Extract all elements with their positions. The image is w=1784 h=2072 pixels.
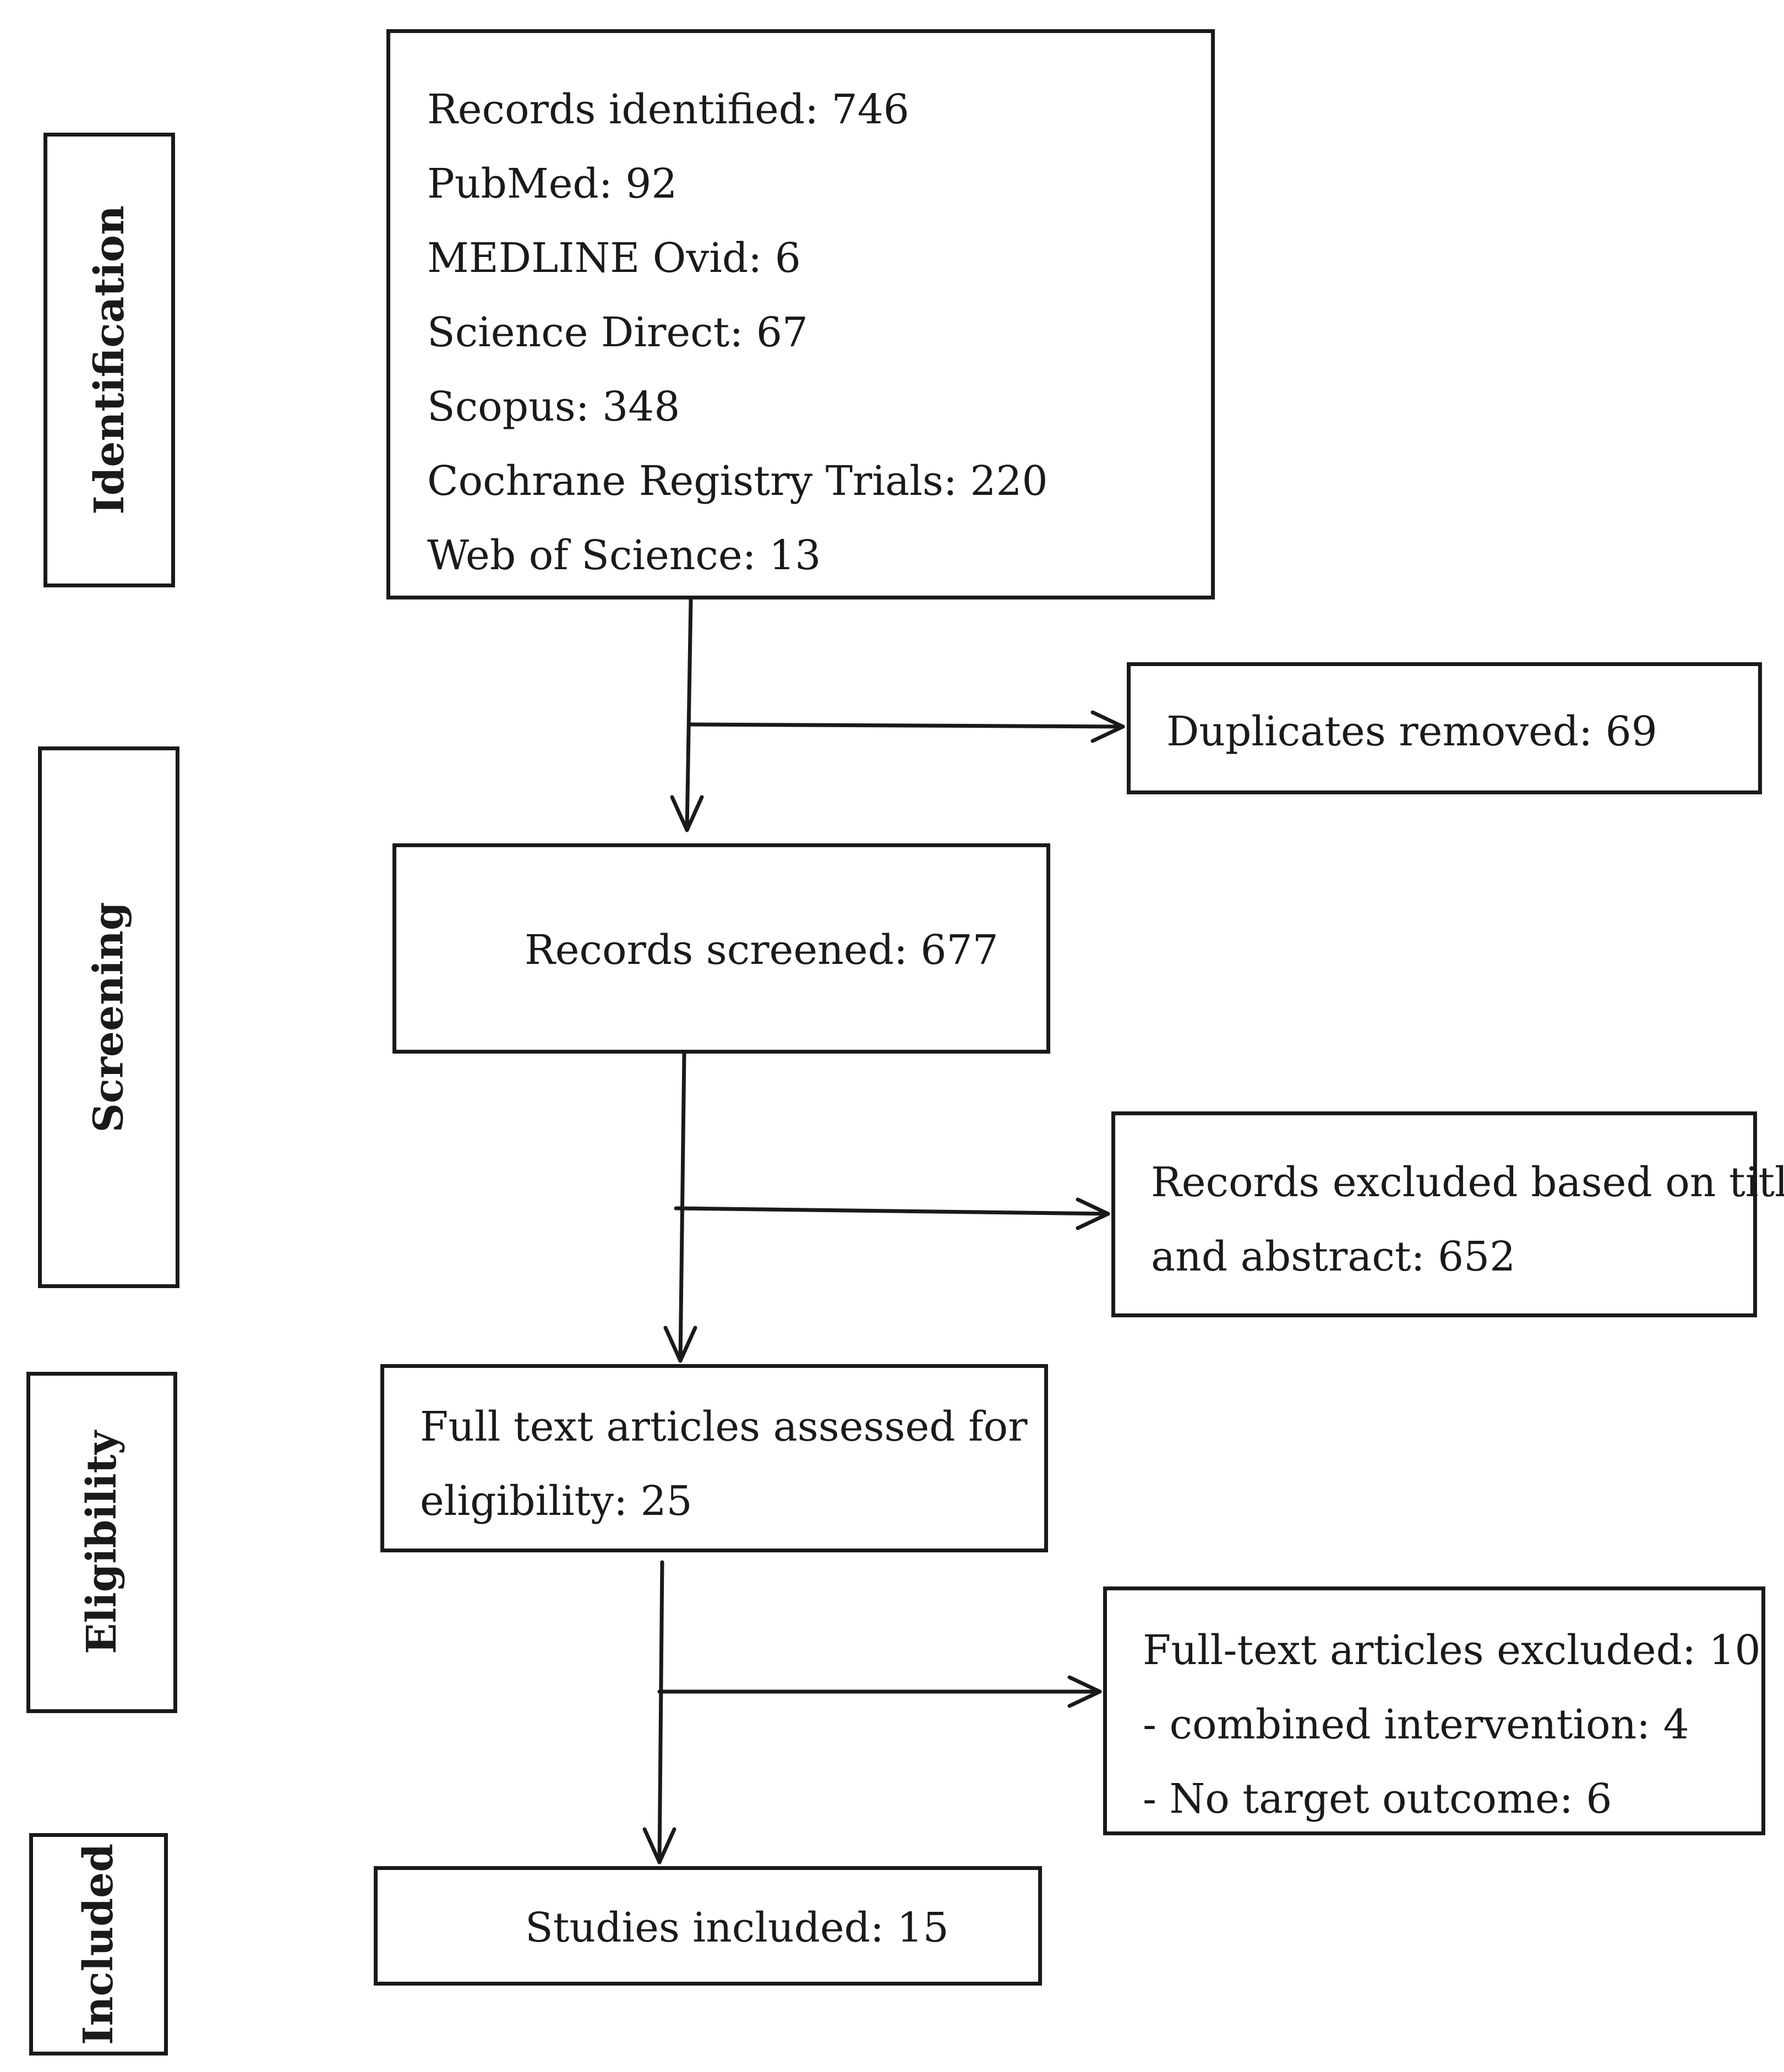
connector-to-records-excluded [674, 1206, 1110, 1216]
arrowhead-to-records-excluded [1076, 1197, 1110, 1230]
stage-eligibility: Eligibility [26, 1372, 177, 1713]
stage-screening: Screening [38, 746, 179, 1288]
records-excluded-line-2: and abstract: 652 [1151, 1233, 1516, 1280]
studies-included-text: Studies included: 15 [525, 1904, 949, 1951]
source-scopus: Scopus: 348 [427, 383, 680, 430]
stage-identification: Identification [43, 133, 175, 587]
source-web-of-science: Web of Science: 13 [427, 532, 821, 579]
fulltext-excluded-box: Full-text articles excluded: 10 - combin… [1103, 1586, 1765, 1835]
duplicates-removed-box: Duplicates removed: 69 [1127, 662, 1762, 794]
fulltext-excluded-reason-1: - combined intervention: 4 [1143, 1701, 1689, 1748]
connector-identification-to-screened [685, 597, 693, 832]
records-identified-box: Records identified: 746 PubMed: 92 MEDLI… [386, 29, 1215, 599]
source-cochrane: Cochrane Registry Trials: 220 [427, 457, 1048, 505]
studies-included-box: Studies included: 15 [374, 1866, 1042, 1986]
arrowhead-to-screened [670, 795, 704, 832]
records-excluded-line-1: Records excluded based on title [1151, 1159, 1784, 1206]
arrowhead-to-fulltext [663, 1326, 697, 1363]
records-screened-box: Records screened: 677 [392, 843, 1050, 1054]
connector-to-duplicates [689, 722, 1125, 729]
arrowhead-to-duplicates [1090, 710, 1125, 743]
arrowhead-to-included [642, 1827, 676, 1864]
source-pubmed: PubMed: 92 [427, 160, 678, 208]
connector-fulltext-to-included [657, 1560, 664, 1864]
records-excluded-box: Records excluded based on title and abst… [1111, 1111, 1784, 1317]
stage-included: Included [29, 1833, 168, 2055]
fulltext-excluded-reason-2: - No target outcome: 6 [1143, 1775, 1612, 1823]
source-medline-ovid: MEDLINE Ovid: 6 [427, 235, 801, 282]
duplicates-removed-text: Duplicates removed: 69 [1166, 708, 1657, 755]
arrowhead-to-fulltext-excluded [1067, 1675, 1102, 1708]
fulltext-excluded-total: Full-text articles excluded: 10 [1143, 1627, 1761, 1674]
fulltext-assessed-line-2: eligibility: 25 [420, 1477, 692, 1525]
source-science-direct: Science Direct: 67 [427, 309, 808, 356]
records-identified-total: Records identified: 746 [427, 86, 909, 133]
fulltext-assessed-line-1: Full text articles assessed for [420, 1403, 1028, 1451]
fulltext-assessed-box: Full text articles assessed for eligibil… [380, 1364, 1048, 1552]
records-screened-text: Records screened: 677 [525, 926, 999, 974]
